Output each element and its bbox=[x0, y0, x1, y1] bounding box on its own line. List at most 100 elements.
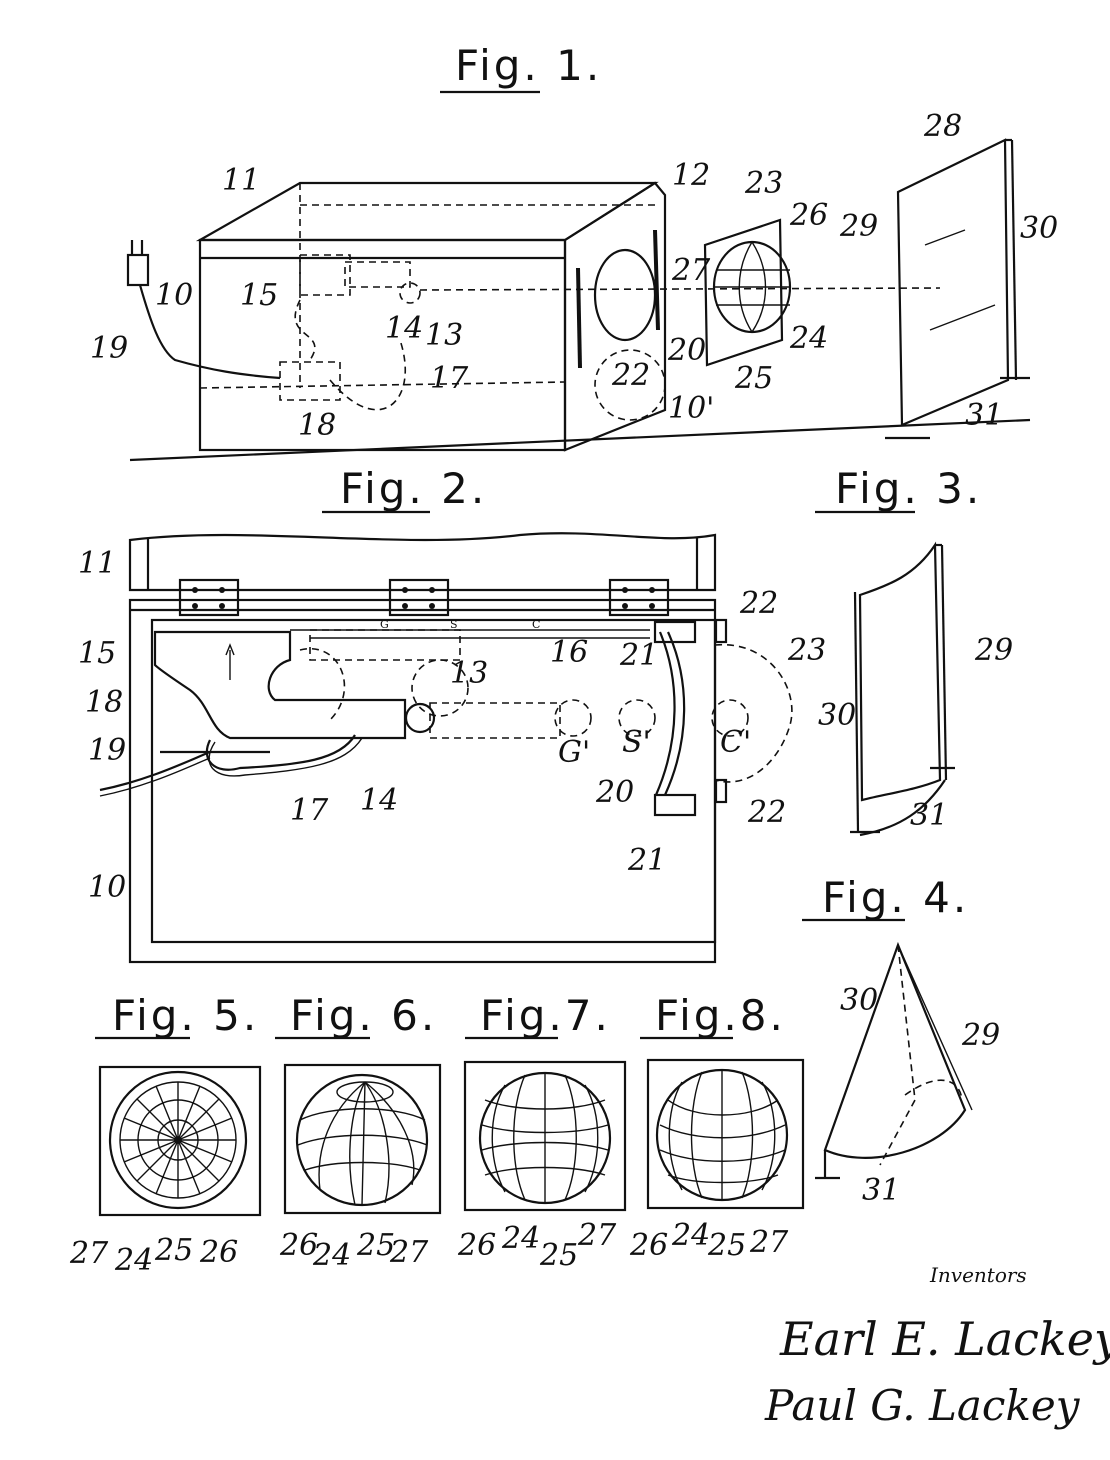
label-30: 30 bbox=[1020, 211, 1058, 246]
label-21: 21 bbox=[627, 843, 666, 878]
label-25: 25 bbox=[734, 361, 773, 396]
fig5 bbox=[98, 1065, 262, 1217]
label-14: 14 bbox=[385, 311, 423, 346]
label-19: 19 bbox=[90, 331, 128, 366]
label-23: 23 bbox=[744, 166, 783, 201]
label-27: 27 bbox=[671, 253, 711, 288]
slide-plate bbox=[463, 1060, 627, 1212]
label-13: 13 bbox=[450, 656, 488, 691]
label-10-prime: 10' bbox=[668, 391, 714, 426]
label-G-prime: G' bbox=[558, 735, 590, 770]
fig7-labels: 26 24 25 27 bbox=[457, 1218, 617, 1273]
label-24: 24 bbox=[114, 1243, 153, 1278]
slide-plate bbox=[98, 1065, 262, 1217]
label-23: 23 bbox=[787, 633, 826, 668]
screen bbox=[896, 138, 1010, 427]
label-15: 15 bbox=[78, 636, 116, 671]
projector-box-front bbox=[198, 238, 567, 452]
hinge-1 bbox=[178, 578, 240, 617]
label-S-prime: S' bbox=[622, 725, 651, 760]
label-17: 17 bbox=[290, 793, 329, 828]
fig2: Fig. 2. G S C bbox=[99, 464, 793, 964]
label-25: 25 bbox=[539, 1238, 578, 1273]
fig7 bbox=[463, 1060, 627, 1212]
label-C-prime: C' bbox=[720, 725, 751, 760]
fig7-title: Fig.7. bbox=[480, 991, 611, 1040]
label-26: 26 bbox=[789, 198, 828, 233]
label-22: 22 bbox=[747, 795, 786, 830]
label-25: 25 bbox=[707, 1228, 746, 1263]
hinge-3 bbox=[608, 578, 670, 617]
label-18: 18 bbox=[298, 408, 336, 443]
slide-plate bbox=[646, 1058, 805, 1210]
fig2-labels: 11 22 23 15 13 16 18 19 G' S' C' 21 20 2… bbox=[78, 546, 826, 905]
fig8-labels: 26 24 25 27 bbox=[629, 1218, 789, 1263]
projector-lid bbox=[195, 181, 659, 242]
slide-plate bbox=[283, 1063, 442, 1215]
label-20: 20 bbox=[595, 775, 634, 810]
lamp-bulb bbox=[404, 702, 436, 734]
scale-mark-C: C bbox=[532, 618, 540, 631]
fig3-title: Fig. 3. bbox=[835, 464, 982, 513]
label-27: 27 bbox=[389, 1235, 429, 1270]
label-22: 22 bbox=[739, 586, 778, 621]
label-27: 27 bbox=[577, 1218, 617, 1253]
fig1: Fig. 1. bbox=[126, 41, 1031, 462]
label-29: 29 bbox=[839, 209, 878, 244]
fig3-labels: 29 30 31 bbox=[818, 633, 1013, 833]
label-10: 10 bbox=[88, 870, 126, 905]
label-20: 20 bbox=[667, 333, 706, 368]
fig4-title: Fig. 4. bbox=[822, 873, 969, 922]
label-14: 14 bbox=[360, 783, 398, 818]
label-29: 29 bbox=[974, 633, 1013, 668]
fig3: Fig. 3. bbox=[815, 464, 982, 837]
fig5-labels: 27 24 25 26 bbox=[69, 1233, 238, 1278]
fig5-title: Fig. 5. bbox=[112, 991, 259, 1040]
label-12: 12 bbox=[672, 158, 710, 193]
condenser-lens bbox=[663, 631, 686, 796]
fig1-title: Fig. 1. bbox=[455, 41, 602, 90]
signature-1: Earl E. Lackey bbox=[779, 1312, 1110, 1366]
label-21: 21 bbox=[619, 638, 658, 673]
label-27: 27 bbox=[749, 1225, 789, 1260]
label-11: 11 bbox=[222, 163, 260, 198]
label-29: 29 bbox=[961, 1018, 1000, 1053]
label-22: 22 bbox=[611, 358, 650, 393]
label-30: 30 bbox=[818, 698, 856, 733]
label-26: 26 bbox=[279, 1228, 318, 1263]
label-31: 31 bbox=[910, 798, 948, 833]
label-26: 26 bbox=[457, 1228, 496, 1263]
fig8 bbox=[646, 1058, 805, 1210]
fig6 bbox=[283, 1063, 442, 1215]
label-11: 11 bbox=[78, 546, 116, 581]
fig6-labels: 26 24 25 27 bbox=[279, 1228, 429, 1273]
label-26: 26 bbox=[199, 1235, 238, 1270]
label-26: 26 bbox=[629, 1228, 668, 1263]
fig4-labels: 30 29 31 bbox=[840, 983, 1000, 1208]
lens-window bbox=[593, 248, 657, 342]
label-19: 19 bbox=[88, 733, 126, 768]
label-25: 25 bbox=[356, 1228, 395, 1263]
fig1-labels: 11 12 23 28 26 29 30 27 10 15 14 13 19 2… bbox=[90, 109, 1058, 443]
polar-globe-icon bbox=[108, 1070, 248, 1210]
label-18: 18 bbox=[85, 685, 123, 720]
fig2-title: Fig. 2. bbox=[340, 464, 487, 513]
lamp-housing bbox=[153, 630, 407, 740]
label-27: 27 bbox=[69, 1236, 109, 1271]
label-15: 15 bbox=[240, 278, 278, 313]
curved-screen bbox=[858, 541, 942, 802]
label-31: 31 bbox=[965, 398, 1003, 433]
label-24: 24 bbox=[789, 321, 828, 356]
scale-mark-S: S bbox=[450, 618, 458, 631]
slide-plate bbox=[703, 218, 784, 367]
fig2-lid bbox=[128, 532, 717, 592]
label-10: 10 bbox=[155, 278, 193, 313]
label-17: 17 bbox=[430, 361, 469, 396]
fig4: Fig. 4. bbox=[802, 873, 973, 1180]
label-16: 16 bbox=[550, 635, 588, 670]
scale-mark-G: G bbox=[380, 618, 389, 631]
cone-screen bbox=[823, 941, 967, 1159]
signature-2: Paul G. Lackey bbox=[764, 1381, 1081, 1430]
hinge-2 bbox=[388, 578, 450, 617]
